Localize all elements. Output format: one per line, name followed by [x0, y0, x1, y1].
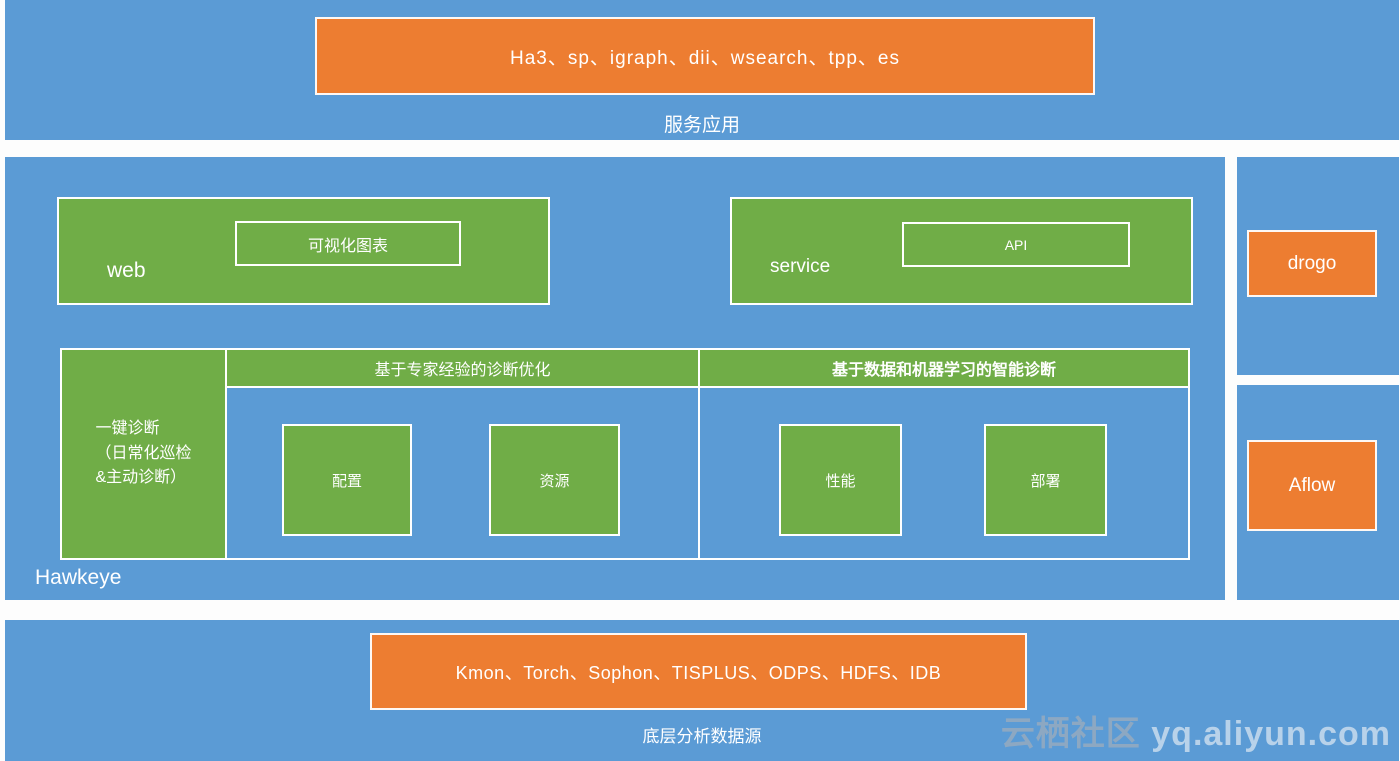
expert-diagnosis-header: 基于专家经验的诊断优化: [227, 350, 698, 388]
ml-diagnosis-section: 基于数据和机器学习的智能诊断 性能 部署: [700, 350, 1188, 558]
api-label: API: [1004, 236, 1028, 253]
data-sources-label: Kmon、Torch、Sophon、TISPLUS、ODPS、HDFS、IDB: [455, 662, 942, 683]
ml-diagnosis-body: 性能 部署: [700, 388, 1188, 558]
expert-diagnosis-body: 配置 资源: [227, 388, 698, 558]
ml-diagnosis-header: 基于数据和机器学习的智能诊断: [700, 350, 1188, 388]
performance-box: 性能: [779, 424, 902, 536]
service-apps-box: Ha3、sp、igraph、dii、wsearch、tpp、es: [315, 17, 1095, 95]
web-box: web 可视化图表: [57, 197, 550, 305]
drogo-label: drogo: [1287, 252, 1337, 274]
service-apps-band: Ha3、sp、igraph、dii、wsearch、tpp、es 服务应用: [5, 0, 1399, 140]
visualization-chart-label: 可视化图表: [307, 237, 388, 255]
service-apps-label: Ha3、sp、igraph、dii、wsearch、tpp、es: [510, 47, 900, 69]
service-box: service API: [730, 197, 1193, 305]
data-sources-box: Kmon、Torch、Sophon、TISPLUS、ODPS、HDFS、IDB: [370, 633, 1027, 710]
drogo-block: drogo: [1237, 157, 1399, 375]
aflow-block: Aflow: [1237, 385, 1399, 600]
aflow-label: Aflow: [1288, 474, 1336, 496]
hawkeye-label: Hawkeye: [35, 566, 122, 589]
watermark: 云栖社区 yq.aliyun.com: [1001, 706, 1391, 755]
watermark-cn: 云栖社区: [1000, 715, 1141, 753]
data-sources-caption: 底层分析数据源: [642, 727, 762, 746]
resource-box: 资源: [489, 424, 620, 536]
hawkeye-block: web 可视化图表 service API 一键诊断 （日常化巡检 &主动诊断）…: [5, 157, 1225, 600]
one-click-diagnosis-box: 一键诊断 （日常化巡检 &主动诊断）: [62, 350, 227, 558]
expert-diagnosis-section: 基于专家经验的诊断优化 配置 资源: [227, 350, 700, 558]
service-apps-caption: 服务应用: [663, 115, 740, 136]
data-sources-band: Kmon、Torch、Sophon、TISPLUS、ODPS、HDFS、IDB …: [5, 620, 1399, 761]
api-box: API: [902, 222, 1130, 267]
diagnosis-panel: 一键诊断 （日常化巡检 &主动诊断） 基于专家经验的诊断优化 配置 资源 基于数…: [60, 348, 1190, 560]
deployment-box: 部署: [984, 424, 1107, 536]
config-box: 配置: [282, 424, 412, 536]
visualization-chart-box: 可视化图表: [235, 221, 461, 266]
aflow-box: Aflow: [1247, 440, 1377, 531]
drogo-box: drogo: [1247, 230, 1377, 297]
web-label: web: [107, 259, 146, 282]
watermark-en: yq.aliyun.com: [1151, 715, 1391, 753]
service-label: service: [770, 256, 831, 277]
